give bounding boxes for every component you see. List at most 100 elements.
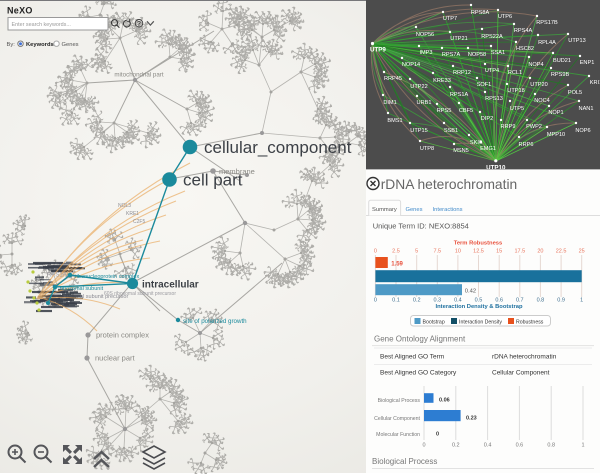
svg-text:Summary: Summary [372,207,397,213]
svg-text:60S ribosomal subunit precurso: 60S ribosomal subunit precursor [104,291,176,297]
svg-text:NOP4: NOP4 [528,62,543,68]
svg-text:RPS8A: RPS8A [471,10,490,16]
svg-text:URB1: URB1 [417,100,432,106]
svg-text:NOP56: NOP56 [416,32,434,38]
svg-text:0.6: 0.6 [495,298,503,304]
svg-text:UTP10: UTP10 [486,164,506,169]
svg-text:IMP3: IMP3 [419,50,432,56]
svg-text:25: 25 [579,249,585,255]
svg-text:EMG1: EMG1 [480,146,496,152]
svg-text:17.5: 17.5 [514,249,525,255]
svg-text:ribosomal subunit: ribosomal subunit [60,286,104,292]
svg-text:1: 1 [581,443,584,449]
svg-text:SSA1: SSA1 [491,50,505,56]
svg-text:UTP21: UTP21 [450,36,467,42]
svg-text:NeXO: NeXO [7,6,33,16]
svg-text:NOP6: NOP6 [575,128,590,134]
svg-text:22.5: 22.5 [556,249,567,255]
svg-text:2.5: 2.5 [392,249,400,255]
svg-text:nuclear part: nuclear part [95,354,136,363]
svg-text:0: 0 [374,249,377,255]
svg-text:NOP1: NOP1 [548,110,563,116]
svg-text:Genes: Genes [62,42,79,48]
svg-text:0.4: 0.4 [484,443,492,449]
svg-text:membrane: membrane [219,167,255,176]
svg-text:Interaction Density: Interaction Density [459,320,502,326]
svg-text:0.1: 0.1 [392,298,400,304]
svg-text:0: 0 [374,298,377,304]
svg-text:NOP58: NOP58 [468,52,486,58]
svg-text:RRP9: RRP9 [501,124,516,130]
svg-text:ENP1: ENP1 [580,60,595,66]
svg-text:RPS22A: RPS22A [481,34,503,40]
svg-text:BUD21: BUD21 [553,58,571,64]
svg-text:0.2: 0.2 [452,443,460,449]
svg-text:Robustness: Robustness [516,320,544,326]
svg-text:RPS1A: RPS1A [47,273,67,279]
svg-text:0: 0 [436,432,439,438]
svg-text:site of polarized growth: site of polarized growth [183,318,247,325]
svg-text:UTP18: UTP18 [507,88,524,94]
svg-text:Keywords: Keywords [26,42,54,48]
svg-text:KRE33: KRE33 [433,78,451,84]
svg-text:RPS7A: RPS7A [442,52,461,58]
svg-text:0.7: 0.7 [516,298,524,304]
svg-text:UTP5: UTP5 [510,106,524,112]
svg-text:UTP9: UTP9 [370,47,386,54]
svg-text:POL5: POL5 [568,90,582,96]
svg-text:Interactions: Interactions [433,207,463,213]
svg-text:SOF1: SOF1 [477,82,492,88]
svg-text:RPS4A: RPS4A [514,28,533,34]
svg-text:Cellular Component: Cellular Component [374,416,420,422]
svg-text:Gene Ontology Alignment: Gene Ontology Alignment [374,335,466,344]
svg-text:RRP12: RRP12 [453,70,471,76]
svg-text:Biological Process: Biological Process [372,457,437,466]
svg-text:RPS5: RPS5 [437,108,452,114]
svg-text:cell part: cell part [183,171,243,190]
svg-text:BMS1: BMS1 [387,118,402,124]
svg-text:protein complex: protein complex [96,331,149,340]
svg-text:mitochondrial part: mitochondrial part [114,72,163,79]
svg-text:7.5: 7.5 [433,249,441,255]
svg-text:0.4: 0.4 [454,298,462,304]
svg-text:?: ? [137,21,141,28]
svg-text:C2F5: C2F5 [133,219,145,225]
svg-text:0.06: 0.06 [439,398,450,404]
svg-text:RPS9B: RPS9B [551,72,570,78]
svg-text:Cellular Component: Cellular Component [492,370,550,377]
svg-text:NOP14: NOP14 [402,62,420,68]
svg-text:CBF5: CBF5 [459,108,473,114]
svg-text:MSN5: MSN5 [453,148,469,154]
svg-text:1.59: 1.59 [391,262,403,268]
svg-text:DIP2: DIP2 [481,116,493,122]
svg-text:Genes: Genes [405,207,422,213]
svg-text:MPP10: MPP10 [547,132,565,138]
svg-text:Enter search keywords...: Enter search keywords... [12,22,71,28]
svg-text:0.23: 0.23 [466,416,477,422]
svg-text:UTP7: UTP7 [443,16,457,22]
svg-text:0.5: 0.5 [475,298,483,304]
svg-text:RPS13: RPS13 [485,96,503,102]
svg-text:Best Aligned GO Term: Best Aligned GO Term [380,354,444,361]
svg-text:KRE1: KRE1 [126,211,139,217]
svg-text:RRP45: RRP45 [384,76,402,82]
svg-text:RPS17B: RPS17B [536,20,558,26]
svg-text:RCL1: RCL1 [508,70,522,76]
svg-text:rDNA heterochromatin: rDNA heterochromatin [381,177,518,192]
svg-text:0.8: 0.8 [547,443,555,449]
svg-text:UTP13: UTP13 [568,38,585,44]
svg-text:RPL4A: RPL4A [538,40,556,46]
svg-text:DIM1: DIM1 [383,100,396,106]
svg-text:10: 10 [455,249,461,255]
svg-text:0.9: 0.9 [557,298,565,304]
svg-text:5: 5 [415,249,418,255]
svg-text:al subunit precursor: al subunit precursor [80,294,128,300]
svg-text:Bootstrap: Bootstrap [423,320,445,326]
svg-text:Molecular Function: Molecular Function [376,432,420,438]
svg-text:Biological Process: Biological Process [378,398,421,404]
svg-text:rDNA heterochromatin: rDNA heterochromatin [492,354,557,361]
svg-text:intracellular: intracellular [142,280,199,291]
svg-text:RPS1A: RPS1A [450,92,469,98]
svg-text:UTP8: UTP8 [420,146,434,152]
svg-text:0.8: 0.8 [537,298,545,304]
